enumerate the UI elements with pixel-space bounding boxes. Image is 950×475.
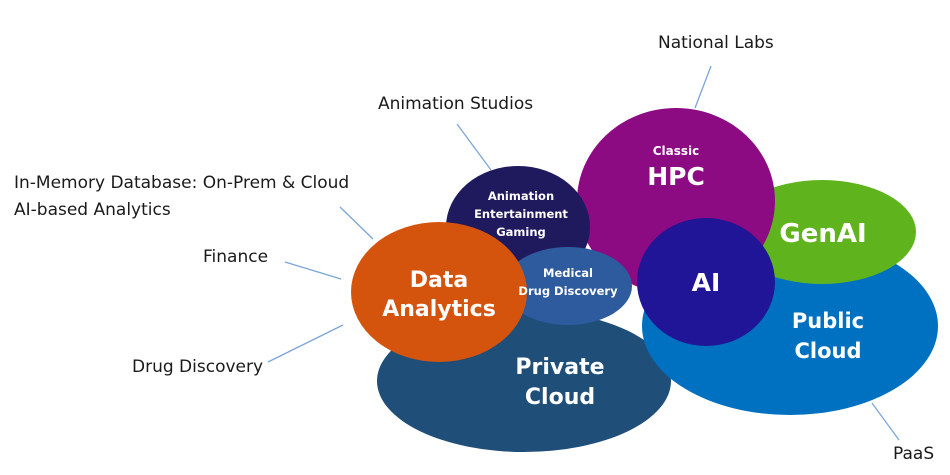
ai-shape: [637, 218, 775, 346]
data-analytics-label-line1: Data: [410, 268, 468, 293]
hpc-classic-label: Classic: [653, 144, 700, 158]
connector-paas: [871, 402, 900, 441]
animation-label-line2: Entertainment: [474, 207, 568, 221]
public-cloud-label-line1: Public: [792, 309, 864, 333]
label-national-labs: National Labs: [658, 33, 774, 53]
data-analytics-label-line2: Analytics: [382, 297, 496, 322]
animation-label-line1: Animation: [488, 189, 554, 203]
data-analytics-shape: [351, 222, 527, 362]
connector-drug-discovery: [267, 324, 344, 363]
medical-shape: [504, 247, 632, 325]
label-in-memory-database: In-Memory Database: On-Prem & Cloud: [14, 173, 350, 193]
animation-label-line3: Gaming: [496, 225, 546, 239]
label-finance: Finance: [203, 247, 269, 267]
public-cloud-label-line2: Cloud: [794, 339, 861, 363]
data-analytics-bubble: [351, 222, 527, 362]
genai-label: GenAI: [779, 219, 866, 249]
label-ai-based-analytics: AI-based Analytics: [14, 200, 171, 220]
ai-label: AI: [692, 268, 721, 297]
genai-bubble: [728, 180, 916, 284]
connector-animation-studios: [456, 123, 492, 171]
connector-in-memory: [339, 206, 374, 240]
medical-label-line2: Drug Discovery: [518, 284, 618, 298]
ai-bubble: [637, 218, 775, 346]
genai-shape: [728, 180, 916, 284]
label-animation-studios: Animation Studios: [378, 94, 534, 114]
connector-finance: [284, 261, 342, 280]
hpc-label: HPC: [647, 162, 705, 191]
connector-national-labs: [694, 65, 712, 109]
private-cloud-label-line1: Private: [515, 355, 604, 380]
medical-bubble: [504, 247, 632, 325]
label-paas: PaaS: [893, 444, 935, 464]
private-cloud-label-line2: Cloud: [525, 385, 595, 410]
medical-label-line1: Medical: [543, 266, 593, 280]
connector-lines: [267, 65, 900, 441]
label-drug-discovery: Drug Discovery: [132, 357, 264, 377]
